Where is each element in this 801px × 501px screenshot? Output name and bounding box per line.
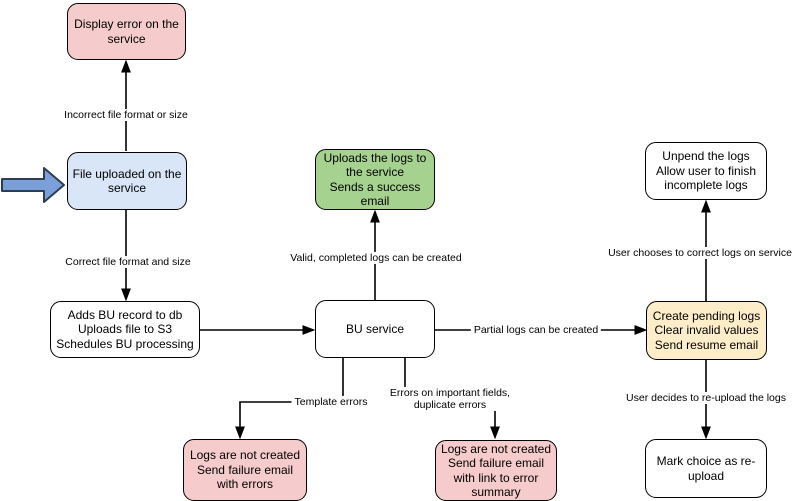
node-fail-summary: Logs are not created Send failure email … — [435, 440, 557, 501]
node-upload-success-text: Uploads the logs to the service Sends a … — [323, 150, 427, 208]
edge-to-bu-service — [200, 325, 316, 335]
node-display-error: Display error on the service — [67, 3, 186, 60]
edge-label-choose-correct: User chooses to correct logs on service — [605, 246, 795, 260]
node-create-pending-text: Create pending logs Clear invalid values… — [652, 308, 761, 352]
node-unpend-logs: Unpend the logs Allow user to finish inc… — [645, 142, 767, 200]
node-fail-errors: Logs are not created Send failure email … — [183, 439, 307, 501]
node-unpend-logs-text: Unpend the logs Allow user to finish inc… — [655, 149, 757, 193]
node-display-error-text: Display error on the service — [74, 17, 179, 46]
node-adds-bu-record-text: Adds BU record to db Uploads file to S3 … — [56, 307, 194, 351]
edge-template-errors — [235, 358, 344, 440]
node-adds-bu-record: Adds BU record to db Uploads file to S3 … — [50, 301, 200, 358]
edge-incorrect-format — [121, 59, 131, 151]
node-bu-service-text: BU service — [345, 321, 404, 336]
edge-label-correct-format: Correct file format and size — [62, 255, 194, 269]
input-arrow-icon — [1, 167, 65, 203]
edge-label-incorrect-format: Incorrect file format or size — [61, 108, 191, 122]
edge-label-decide-reupload: User decides to re-upload the logs — [623, 391, 789, 405]
edge-label-template-errors: Template errors — [291, 395, 371, 409]
node-file-uploaded: File uploaded on the service — [67, 152, 187, 210]
node-mark-reupload: Mark choice as re- upload — [645, 439, 767, 498]
node-bu-service: BU service — [315, 300, 435, 358]
edge-label-partial-logs: Partial logs can be created — [470, 323, 602, 337]
edge-correct-format — [121, 210, 131, 302]
node-mark-reupload-text: Mark choice as re- upload — [656, 454, 756, 483]
node-file-uploaded-text: File uploaded on the service — [72, 166, 182, 195]
node-upload-success: Uploads the logs to the service Sends a … — [315, 149, 435, 210]
edge-label-valid-logs: Valid, completed logs can be created — [287, 251, 465, 265]
node-fail-summary-text: Logs are not created Send failure email … — [440, 441, 552, 499]
node-create-pending: Create pending logs Clear invalid values… — [646, 301, 767, 360]
node-fail-errors-text: Logs are not created Send failure email … — [189, 448, 301, 492]
edge-label-field-errors: Errors on important fields, duplicate er… — [386, 386, 514, 412]
